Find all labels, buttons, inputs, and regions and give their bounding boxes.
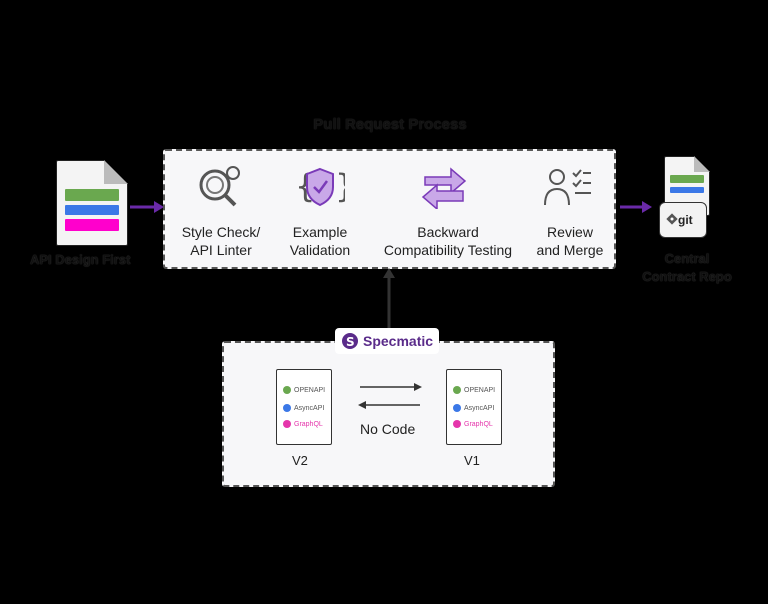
api-design-document [56, 160, 128, 246]
arrow-to-pr-icon [130, 201, 164, 213]
diagram-title: Pull Request Process [313, 116, 467, 133]
central-repo-label: Central Contract Repo [642, 251, 732, 284]
version-v1-label: V1 [464, 453, 480, 468]
svg-text:}: } [335, 167, 345, 205]
git-icon [666, 213, 678, 225]
arrow-to-repo-icon [620, 201, 652, 213]
git-label: git [678, 213, 693, 227]
connector-line [383, 268, 395, 332]
git-badge: git [659, 202, 707, 238]
swap-arrows-icon [421, 167, 467, 209]
spec-doc-v2: OPENAPI AsyncAPI GraphQL [276, 369, 332, 445]
person-checklist-icon [544, 169, 591, 206]
version-v2-label: V2 [292, 453, 308, 468]
api-design-first-label: API Design First [30, 252, 131, 267]
shield-check-icon: { } [295, 167, 345, 207]
specmatic-badge: S Specmatic [335, 328, 439, 354]
specmatic-logo-icon: S [342, 333, 358, 349]
no-code-label: No Code [360, 421, 416, 437]
bidirectional-arrows-icon [358, 383, 422, 409]
svg-text:S: S [346, 335, 355, 349]
pull-request-process-box: Style Check/API Linter { } ExampleValida… [163, 149, 616, 269]
step-label-style-check: Style Check/API Linter [181, 224, 261, 258]
magnifier-gear-icon [199, 166, 240, 207]
specmatic-name: Specmatic [363, 333, 434, 349]
spec-doc-v1: OPENAPI AsyncAPI GraphQL [446, 369, 502, 445]
specmatic-box: OPENAPI AsyncAPI GraphQL V2 No Code OPEN… [222, 341, 555, 487]
